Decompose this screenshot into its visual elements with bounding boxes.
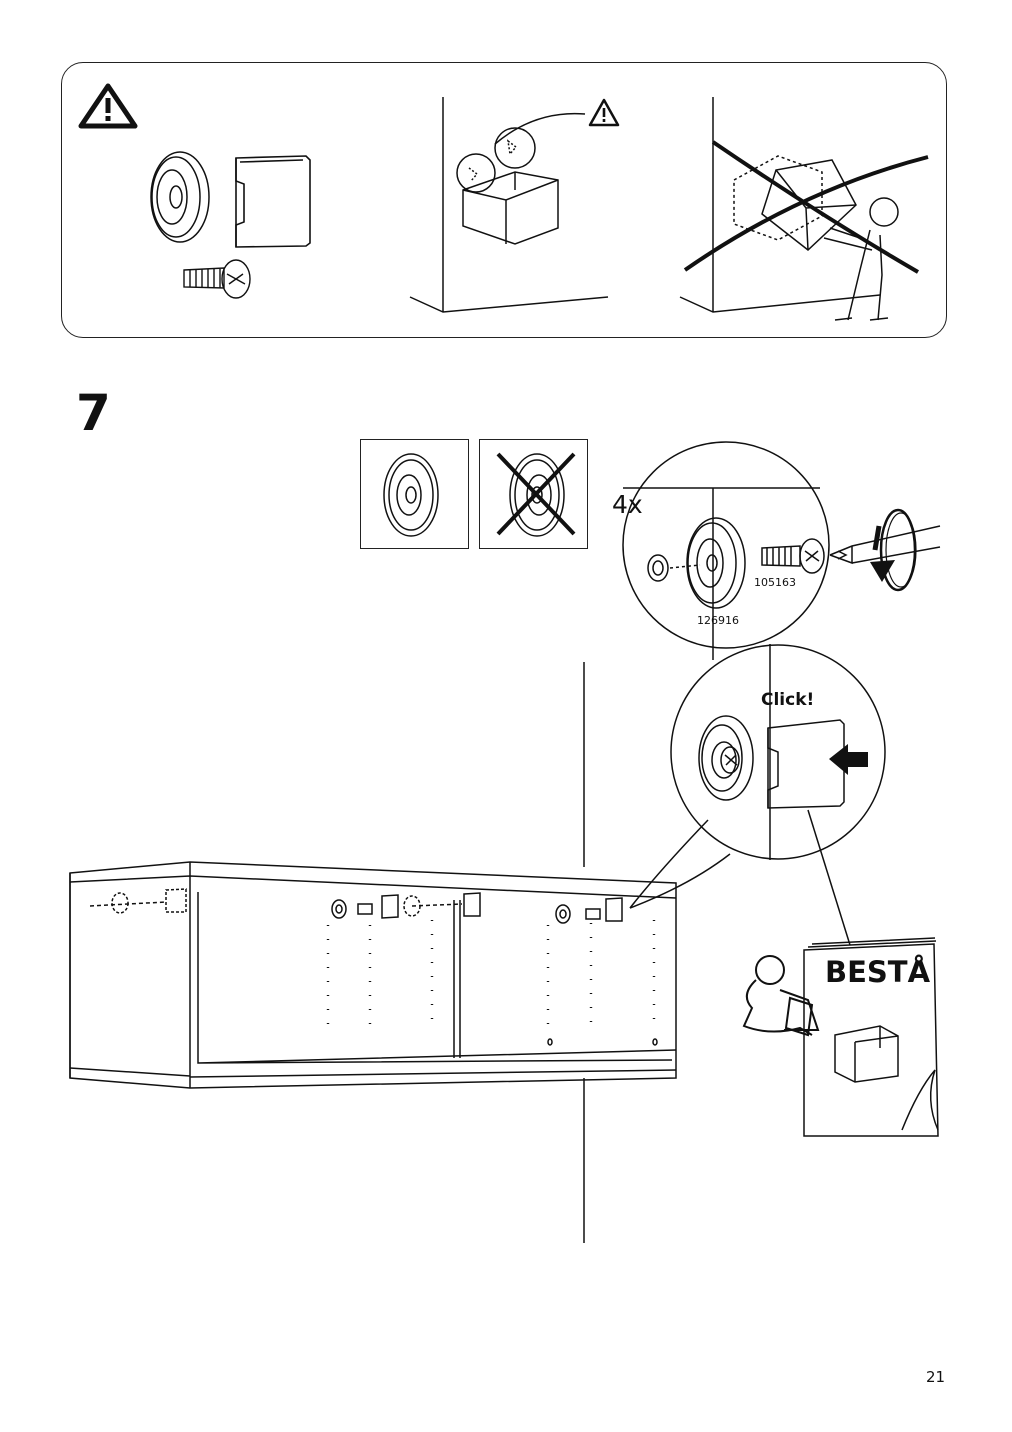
click-detail-circle [670, 644, 886, 860]
warning-triangle-icon [78, 83, 138, 129]
correct-washer-box [360, 439, 469, 549]
screw-part-number: 105163 [754, 576, 796, 589]
step-number: 7 [76, 384, 111, 442]
washer-incorrect-icon [496, 452, 576, 537]
push-arrow-icon [829, 744, 868, 775]
bracket-illustration [235, 155, 311, 248]
warning-panel [61, 62, 947, 338]
assembly-booklet [803, 937, 939, 1137]
booklet-title: BESTÅ [825, 955, 931, 989]
wall-washer-illustration [150, 151, 210, 243]
cabinet-corner-illustration [409, 97, 609, 313]
step-7-illustration [69, 441, 941, 1243]
screw-detail-circle [622, 441, 830, 649]
reading-person-icon [742, 955, 820, 1037]
click-label: Click! [761, 690, 815, 710]
washer-part-number: 126916 [697, 614, 739, 627]
wall-cabinet [69, 861, 677, 1089]
rotate-arrow-icon [879, 508, 917, 592]
warning-triangle-small-icon [588, 98, 620, 127]
page-number: 21 [926, 1368, 946, 1386]
warning-panel-illustrations [78, 83, 929, 321]
rotate-arrowhead [870, 560, 895, 582]
screw-illustration [183, 259, 251, 299]
quantity-label: 4x [612, 490, 643, 519]
incorrect-lifting-illustration [679, 97, 929, 321]
washer-correct-icon [383, 453, 439, 537]
incorrect-washer-box [479, 439, 588, 549]
